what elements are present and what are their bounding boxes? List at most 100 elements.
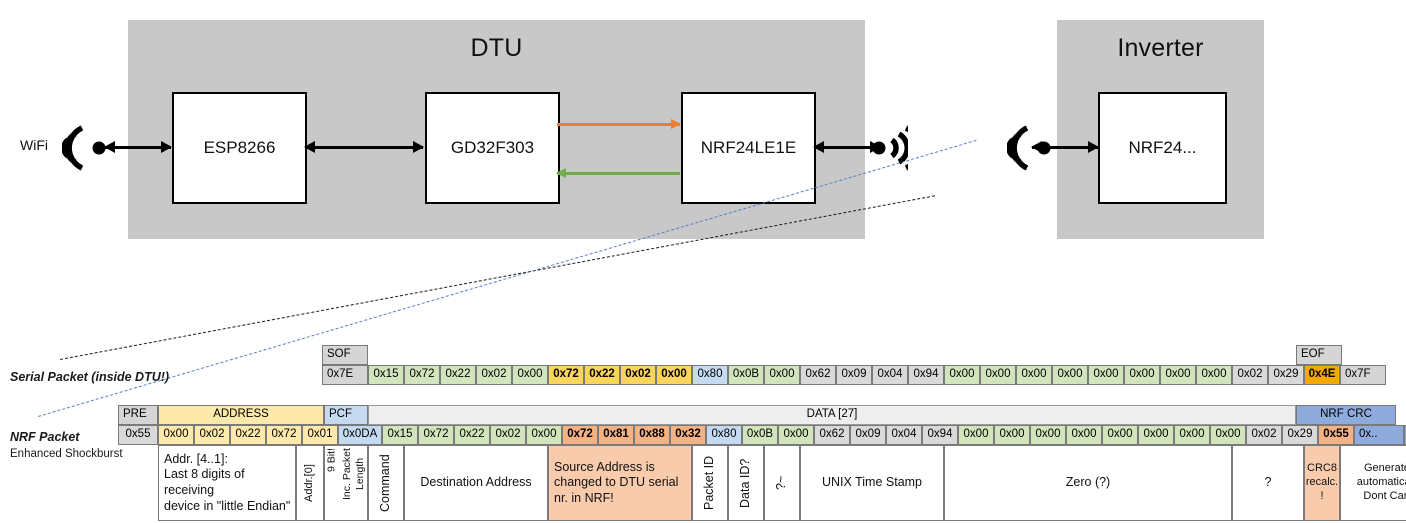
annotation-addr0: Addr.[0] [296,445,324,521]
architecture-diagram: DTU Inverter WiFi ESP8 [20,20,1264,239]
annotation-row: Addr. [4..1]: Last 8 digits of receiving… [118,445,1406,521]
serial-byte-cell: 0x00 [512,365,548,385]
nrf-byte-cell: 0x32 [670,425,706,445]
serial-byte-cell: 0x00 [764,365,800,385]
nrf-byte-cell: 0x81 [598,425,634,445]
arrow-antenna-to-nrf24-inverter [1031,141,1099,152]
nrf-crc-byte-cell: 0x.. [1354,425,1404,445]
annotation-packet-id: Packet ID [692,445,728,521]
nrf-address-byte-cell: 0x72 [266,425,302,445]
annotation-unix-time-stamp: UNIX Time Stamp [800,445,944,521]
nrf-crc-header: NRF CRC [1296,405,1396,425]
arrow-wifi-to-esp8266 [104,141,172,152]
annotation-question: ? [1232,445,1304,521]
serial-byte-cell: 0x62 [800,365,836,385]
nrf-byte-cell: 0x29 [1282,425,1318,445]
serial-byte-cell: 0x22 [440,365,476,385]
arrow-esp8266-to-gd32 [304,141,424,152]
serial-byte-cell: 0x00 [1052,365,1088,385]
nrf-byte-cell: 0x02 [490,425,526,445]
annotation-destination-address: Destination Address [404,445,548,521]
nrf-pcf-value: 0x0DA [338,425,382,445]
nrf-byte-cell: 0x00 [1138,425,1174,445]
nrf-byte-cell: 0x55 [1318,425,1354,445]
serial-byte-cell: 0x00 [656,365,692,385]
arrow-response-green [556,168,680,177]
serial-byte-cell: 0x09 [836,365,872,385]
serial-packet-label: Serial Packet (inside DTU!) [10,370,170,384]
serial-packet-eof-header-row: EOF [1296,345,1342,365]
nrf-data-header: DATA [27] [368,405,1296,425]
arrow-nrf24le1e-to-antenna [813,141,881,152]
annotation-crc8: CRC8 recalc. ! [1304,445,1340,521]
chip-esp8266: ESP8266 [172,92,307,204]
serial-byte-cell: 0x80 [692,365,728,385]
nrf-address-byte-cell: 0x02 [194,425,230,445]
serial-byte-cell: 0x00 [1160,365,1196,385]
serial-byte-cell: 0x29 [1268,365,1304,385]
nrf-byte-cell: 0x00 [1066,425,1102,445]
nrf-byte-cell: 0x00 [1210,425,1246,445]
nrf-address-byte-cell: 0x22 [230,425,266,445]
serial-byte-cell: 0x00 [1088,365,1124,385]
serial-byte-cell: 0x02 [620,365,656,385]
wifi-antenna-icon [61,118,108,178]
serial-packet-header-row: SOF [322,345,368,365]
annotation-address: Addr. [4..1]: Last 8 digits of receiving… [158,445,296,521]
chip-gd32f303: GD32F303 [425,92,560,204]
serial-byte-cell: 0x4E [1304,365,1340,385]
nrf-byte-cell: 0x04 [886,425,922,445]
serial-byte-cell: 0x94 [908,365,944,385]
nrf-byte-cell: 0x72 [562,425,598,445]
nrf-byte-cell: 0x00 [778,425,814,445]
nrf-byte-cell: 0x00 [994,425,1030,445]
nrf-crc-byte-cell: 0x.. [1404,425,1406,445]
nrf-byte-cell: 0x00 [1030,425,1066,445]
annotation-nrf-crc: Generated automatically. Dont Care! [1340,445,1406,521]
nrf-byte-cell: 0x80 [706,425,742,445]
annotation-command: Command [368,445,404,521]
nrf-address-byte-cell: 0x01 [302,425,338,445]
nrf-packet-label: NRF Packet [10,430,80,444]
serial-byte-cell: 0x00 [1196,365,1232,385]
serial-byte-cell: 0x15 [368,365,404,385]
inverter-title: Inverter [1117,34,1204,62]
serial-byte-cell: 0x00 [944,365,980,385]
serial-byte-cell: 0x00 [980,365,1016,385]
annotation-pre-spacer [118,445,158,521]
annotation-pcf-9bit: 9 Bit! [325,448,338,472]
serial-eof-header: EOF [1296,345,1342,365]
annotation-zero: Zero (?) [944,445,1232,521]
annotation-pcf-length: Inc. Packet Length [340,448,366,500]
chip-nrf24-inverter: NRF24... [1098,92,1227,204]
annotation-tilde: ?~ [764,445,800,521]
nrf-byte-cell: 0x94 [922,425,958,445]
nrf-packet-header-row: PRE ADDRESS PCF DATA [27] NRF CRC [118,405,1396,425]
arrow-request-orange [557,119,681,128]
nrf-byte-cell: 0x72 [418,425,454,445]
nrf-byte-cell: 0x88 [634,425,670,445]
annotation-data-id: Data ID? [728,445,764,521]
annotation-pcf: 9 Bit! Inc. Packet Length [324,445,368,521]
serial-byte-cell: 0x72 [404,365,440,385]
nrf-byte-cell: 0x09 [850,425,886,445]
serial-byte-cell: 0x00 [1016,365,1052,385]
chip-nrf24-inverter-label: NRF24... [1128,138,1197,157]
nrf-pcf-header: PCF [324,405,368,425]
serial-byte-cell: 0x02 [1232,365,1268,385]
nrf-byte-cell: 0x02 [1246,425,1282,445]
nrf-pre-value: 0x55 [118,425,158,445]
nrf-byte-cell: 0x0B [742,425,778,445]
nrf-byte-cell: 0x22 [454,425,490,445]
packet-tables: Serial Packet (inside DTU!) SOF EOF 0x7E… [0,300,1406,523]
nrf-byte-cell: 0x00 [1102,425,1138,445]
wifi-label: WiFi [20,137,48,153]
chip-nrf24le1e: NRF24LE1E [681,92,816,204]
chip-esp8266-label: ESP8266 [203,138,276,157]
serial-sof-value: 0x7E [322,365,368,385]
serial-byte-cell: 0x72 [548,365,584,385]
nrf-byte-cell: 0x00 [526,425,562,445]
serial-byte-cell: 0x04 [872,365,908,385]
